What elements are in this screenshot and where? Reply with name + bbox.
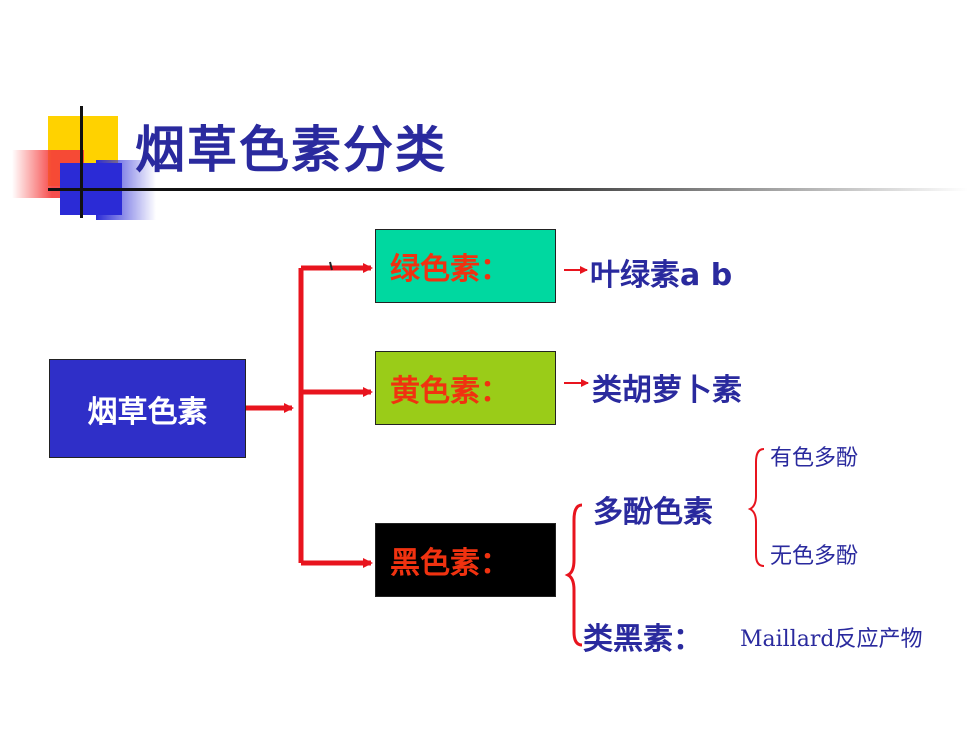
label-chlorophyll: 叶绿素a b [590, 258, 733, 293]
title-underline [48, 188, 968, 191]
label-colored-polyphenol: 有色多酚 [770, 446, 859, 471]
brace-polyphenol [747, 448, 765, 567]
page-title: 烟草色素分类 [135, 121, 447, 179]
node-yellow-pigment-label: 黄色素： [390, 374, 510, 409]
node-black-pigment-label: 黑色素： [390, 546, 510, 581]
label-melanoid: 类黑素： [583, 622, 703, 657]
node-green-pigment-label: 绿色素： [390, 252, 510, 287]
brace-black-pigment [564, 503, 583, 647]
label-polyphenol-pigment: 多酚色素 [593, 495, 713, 530]
node-green-pigment: 绿色素： [375, 229, 556, 303]
root-node-tobacco-pigment: 烟草色素 [49, 359, 246, 458]
title-vertical-line [80, 106, 83, 218]
label-colorless-polyphenol: 无色多酚 [770, 544, 859, 569]
label-maillard-products: Maillard反应产物 [740, 627, 923, 652]
label-carotenoid: 类胡萝卜素 [592, 373, 742, 408]
node-black-pigment: 黑色素： [375, 523, 556, 597]
root-node-label: 烟草色素 [87, 394, 208, 430]
node-yellow-pigment: 黄色素： [375, 351, 556, 425]
small-tick-mark [329, 261, 333, 271]
